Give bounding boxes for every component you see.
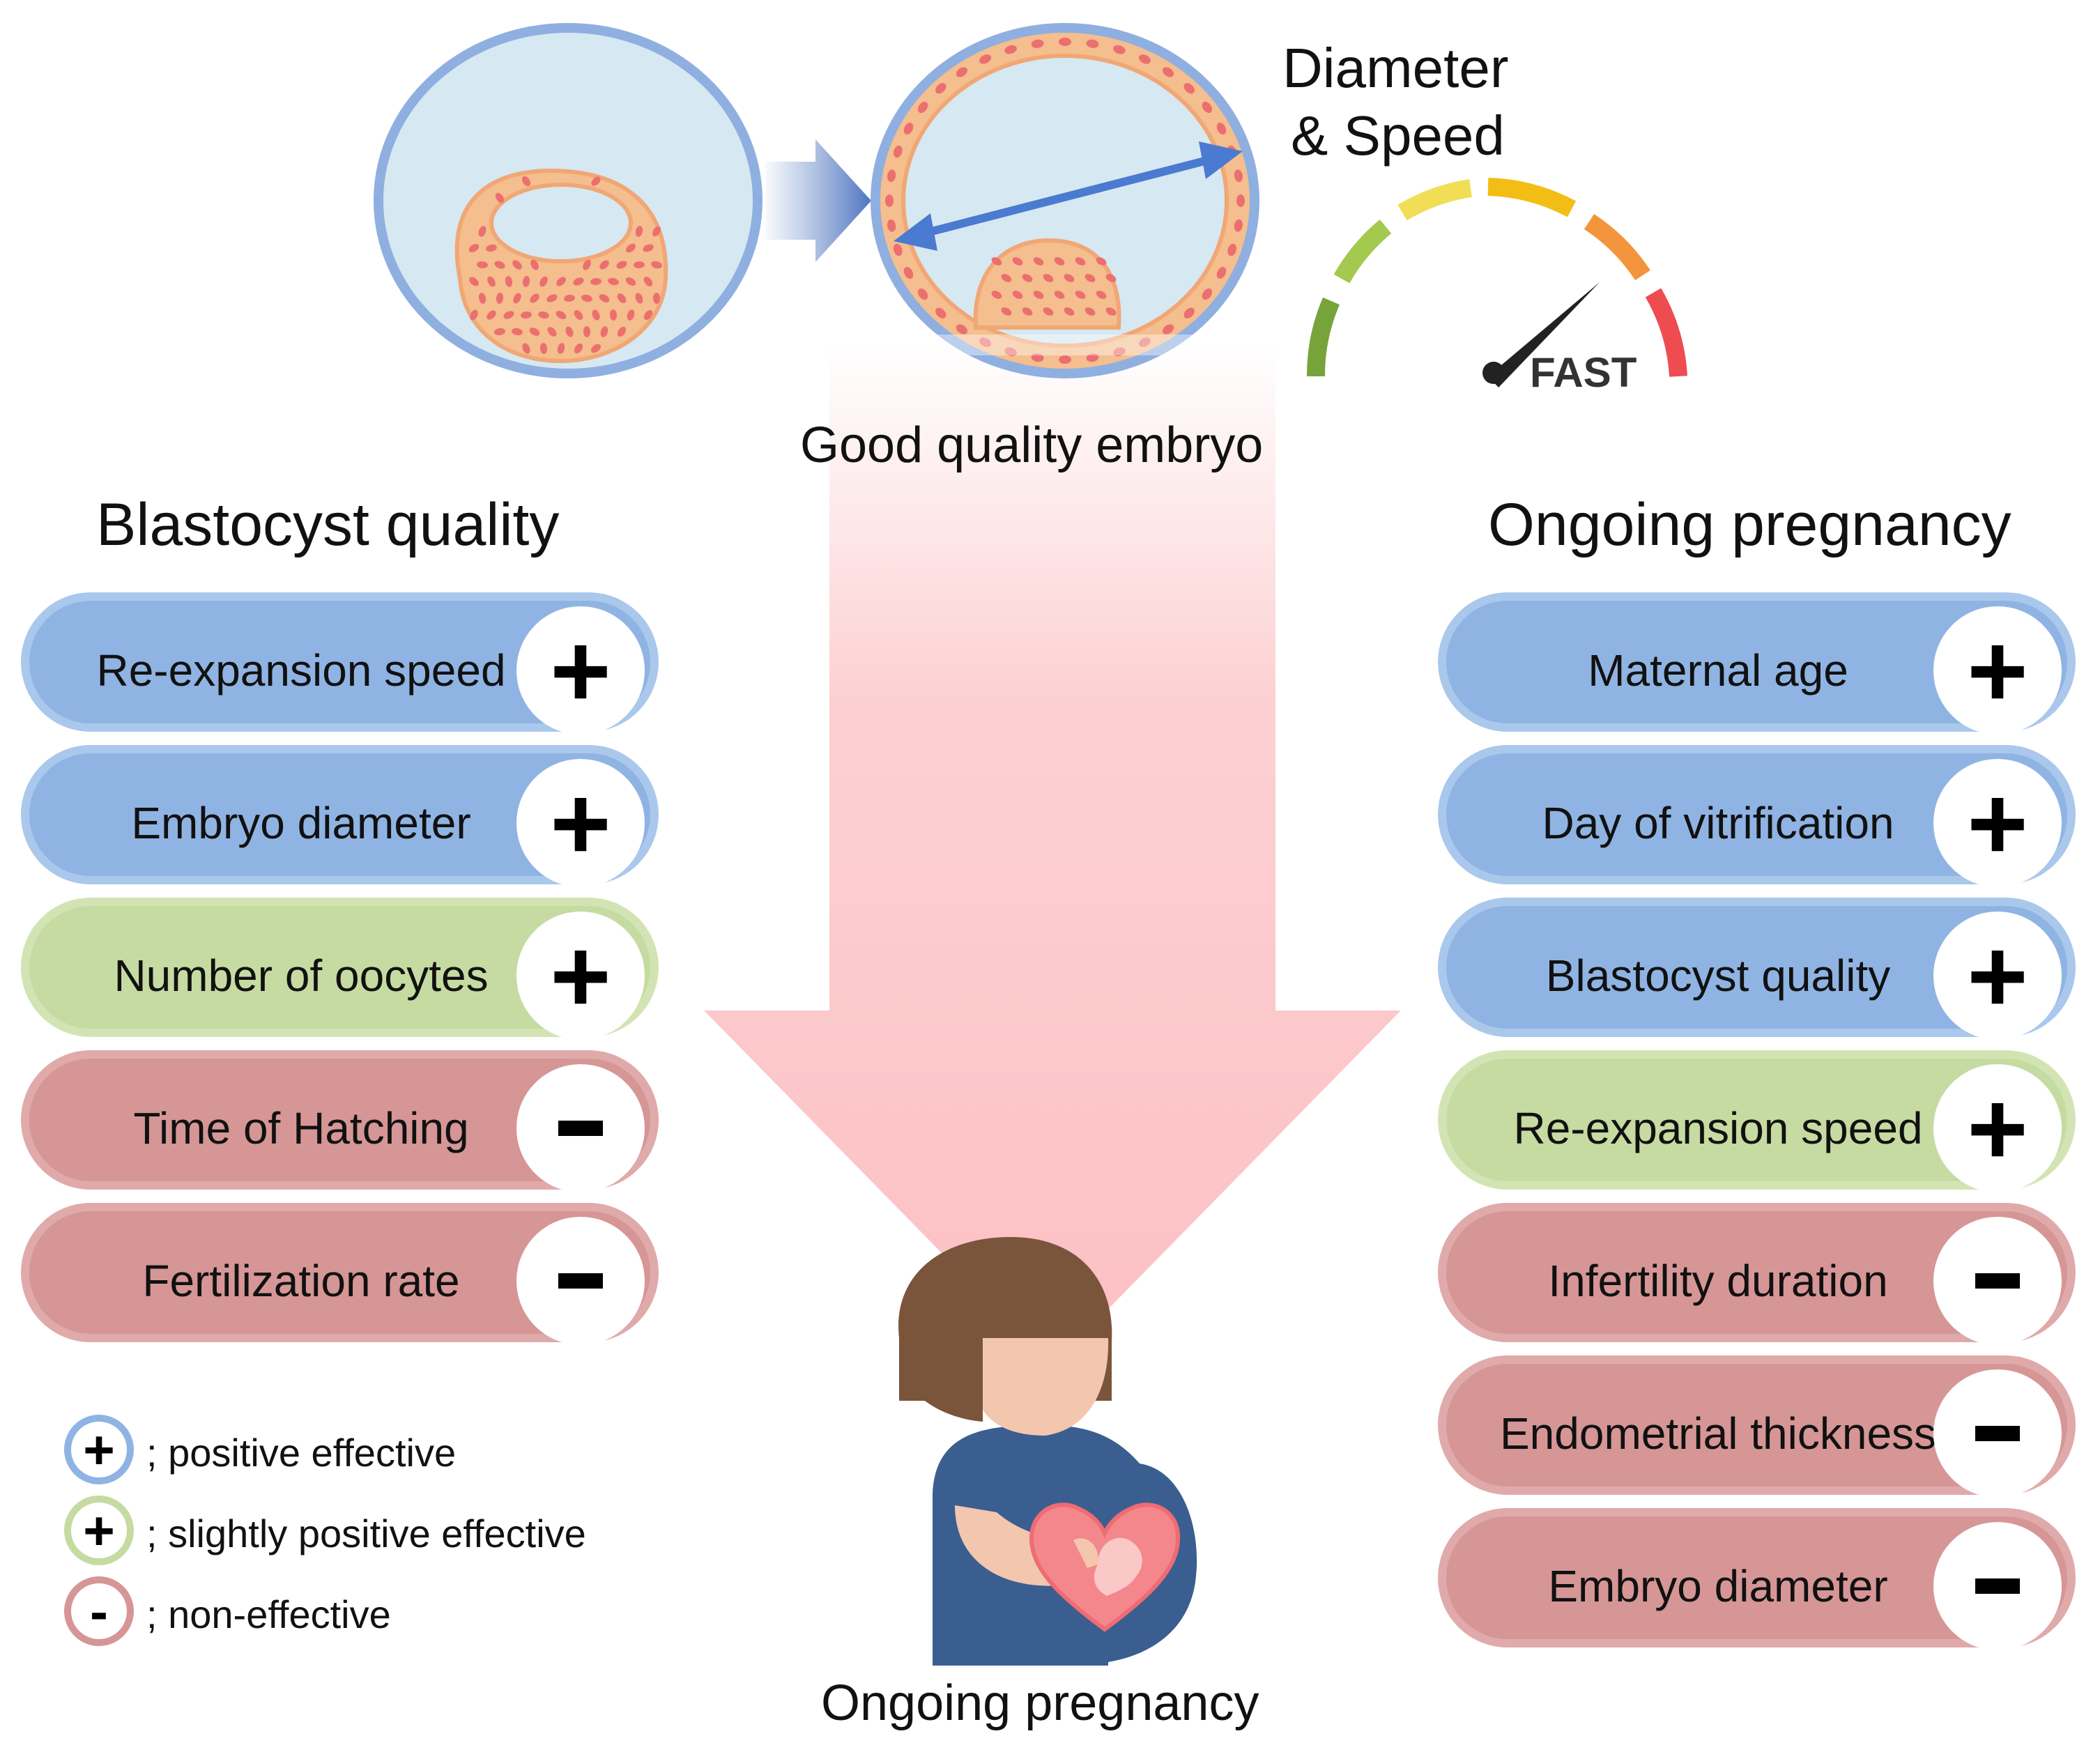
factor-label: Blastocyst quality xyxy=(1545,951,1891,1001)
double-arrow-icon xyxy=(894,141,1243,251)
gauge-needle xyxy=(1488,282,1600,387)
legend-item: + ; positive effective xyxy=(64,1415,691,1484)
legend-text: ; slightly positive effective xyxy=(146,1512,586,1555)
left-panel-title: Blastocyst quality xyxy=(96,491,560,558)
legend-plus-icon: + xyxy=(64,1415,134,1484)
factor-label: Re-expansion speed xyxy=(1513,1103,1923,1153)
plus-icon xyxy=(1933,1064,2062,1192)
diameter-speed-label-line2: & Speed xyxy=(1291,105,1505,167)
speedometer-icon xyxy=(1306,178,1687,387)
minus-icon xyxy=(516,1064,645,1192)
right-factor-pill: Day of vitrification xyxy=(1438,745,2076,887)
factor-label: Maternal age xyxy=(1588,645,1848,696)
plus-icon xyxy=(516,759,645,887)
factor-label: Endometrial thickness xyxy=(1499,1408,1937,1459)
gauge-label: FAST xyxy=(1530,349,1637,396)
legend-minus-icon: - xyxy=(64,1576,134,1646)
transition-arrow-icon xyxy=(765,139,871,262)
right-factor-pill: Blastocyst quality xyxy=(1438,898,2076,1040)
plus-icon xyxy=(516,606,645,735)
minus-icon xyxy=(1933,1522,2062,1650)
legend-item: -; non-effective xyxy=(64,1576,691,1646)
right-factor-pill: Endometrial thickness xyxy=(1438,1355,2076,1498)
factor-label: Infertility duration xyxy=(1548,1256,1888,1306)
right-factor-pill: Infertility duration xyxy=(1438,1203,2076,1345)
legend-text: ; positive effective xyxy=(146,1431,457,1475)
plus-icon xyxy=(516,912,645,1040)
factor-label: Number of oocytes xyxy=(114,951,489,1001)
left-factor-pill: Embryo diameter xyxy=(21,745,659,887)
factor-label: Day of vitrification xyxy=(1542,798,1894,848)
factor-label: Time of Hatching xyxy=(133,1103,469,1153)
legend-text: ; non-effective xyxy=(146,1592,391,1636)
minus-icon xyxy=(516,1217,645,1345)
blastocyst-icon xyxy=(374,23,762,378)
left-factor-pill: Fertilization rate xyxy=(21,1203,659,1345)
right-factor-pill: Re-expansion speed xyxy=(1438,1050,2076,1192)
factor-label: Embryo diameter xyxy=(1548,1561,1888,1611)
minus-icon xyxy=(1933,1217,2062,1345)
diameter-speed-label-line1: Diameter xyxy=(1282,37,1509,99)
left-factor-pill: Re-expansion speed xyxy=(21,592,659,735)
good-quality-embryo-caption: Good quality embryo xyxy=(800,417,1264,473)
right-factor-pill: Maternal age xyxy=(1438,592,2076,735)
factor-label: Re-expansion speed xyxy=(96,645,506,696)
left-factor-pill: Number of oocytes xyxy=(21,898,659,1040)
minus-icon xyxy=(1933,1369,2062,1498)
plus-icon xyxy=(1933,759,2062,887)
right-factor-pill: Embryo diameter xyxy=(1438,1508,2076,1650)
factor-label: Embryo diameter xyxy=(131,798,471,848)
right-panel-title: Ongoing pregnancy xyxy=(1488,491,2011,558)
factor-label: Fertilization rate xyxy=(142,1256,460,1306)
pregnant-woman-icon xyxy=(898,1237,1197,1666)
plus-icon xyxy=(1933,606,2062,735)
ongoing-pregnancy-caption: Ongoing pregnancy xyxy=(821,1675,1259,1731)
left-factor-pill: Time of Hatching xyxy=(21,1050,659,1192)
big-down-arrow-icon xyxy=(704,341,1401,1366)
legend-plus-icon: + xyxy=(64,1496,134,1565)
legend-item: + ; slightly positive effective xyxy=(64,1496,691,1565)
plus-icon xyxy=(1933,912,2062,1040)
